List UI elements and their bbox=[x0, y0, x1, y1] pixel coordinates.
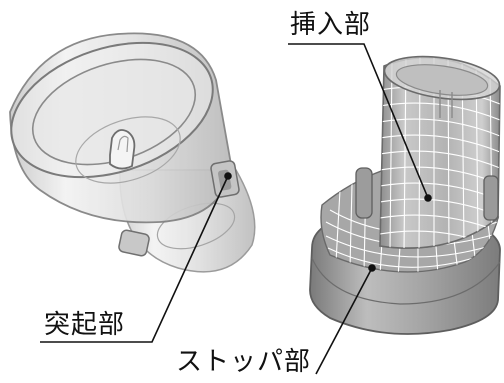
leader-insertion bbox=[288, 43, 429, 199]
transparent-part bbox=[9, 32, 256, 273]
transparent-part-slot bbox=[109, 129, 136, 170]
label-insertion-part: 挿入部 bbox=[290, 10, 372, 40]
insertion-slot-right bbox=[483, 175, 499, 221]
transparent-part-inner-floor bbox=[75, 116, 181, 184]
leader-stopper bbox=[315, 267, 373, 375]
insertion-slot-left bbox=[355, 167, 373, 219]
leader-lines bbox=[40, 43, 432, 375]
label-protrusion-part: 突起部 bbox=[44, 310, 126, 340]
insertion-assembly bbox=[309, 55, 501, 335]
stopper-ring-edge bbox=[311, 257, 501, 305]
label-stopper-part: ストッパ部 bbox=[176, 347, 312, 377]
leader-protrusion bbox=[40, 175, 229, 343]
protrusion-left bbox=[118, 229, 150, 257]
